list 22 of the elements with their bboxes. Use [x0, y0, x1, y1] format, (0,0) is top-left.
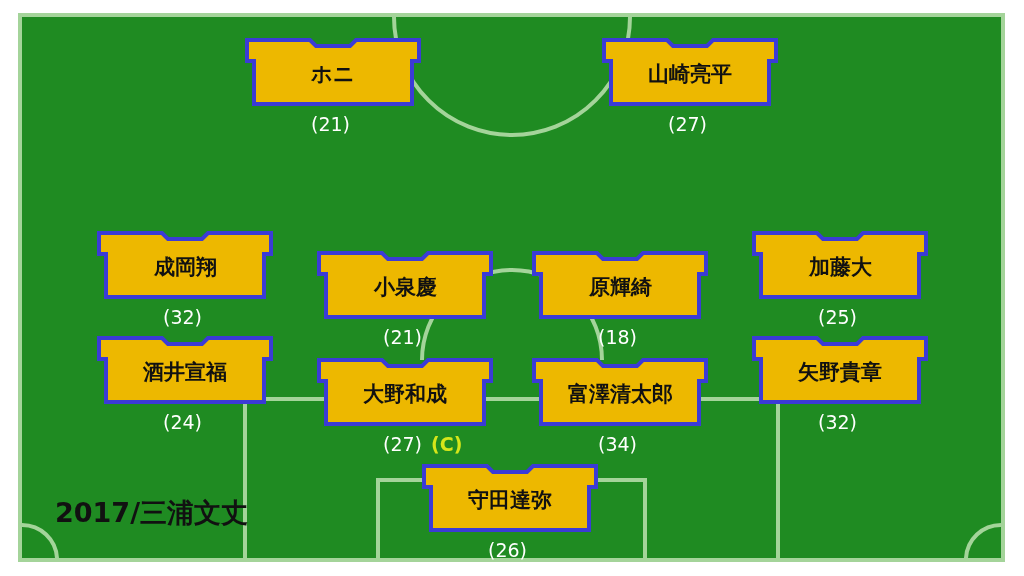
player-name: 守田達弥	[468, 487, 552, 514]
age-label: (21)	[311, 113, 350, 135]
age-label: (21)	[383, 326, 422, 348]
player-name: 小泉慶	[373, 274, 437, 301]
player-name: 原輝綺	[588, 274, 652, 301]
player-name: 加藤大	[808, 254, 872, 281]
player-name: 富澤清太郎	[567, 381, 673, 408]
age-label: (24)	[163, 411, 202, 433]
age-label: (32)	[163, 306, 202, 328]
age-label: (26)	[488, 539, 527, 561]
player-name: 大野和成	[363, 381, 447, 408]
player-name: ホニ	[311, 61, 355, 88]
age-label: (27)	[383, 433, 422, 455]
player-name: 山崎亮平	[648, 61, 732, 88]
player-name: 成岡翔	[153, 254, 217, 281]
player-name: 矢野貴章	[798, 359, 882, 386]
age-label: (34)	[598, 433, 637, 455]
captain-mark: (C)	[431, 433, 463, 455]
age-label: (27)	[668, 113, 707, 135]
age-label: (25)	[818, 306, 857, 328]
player-name: 酒井宣福	[143, 359, 227, 386]
age-label: (32)	[818, 411, 857, 433]
